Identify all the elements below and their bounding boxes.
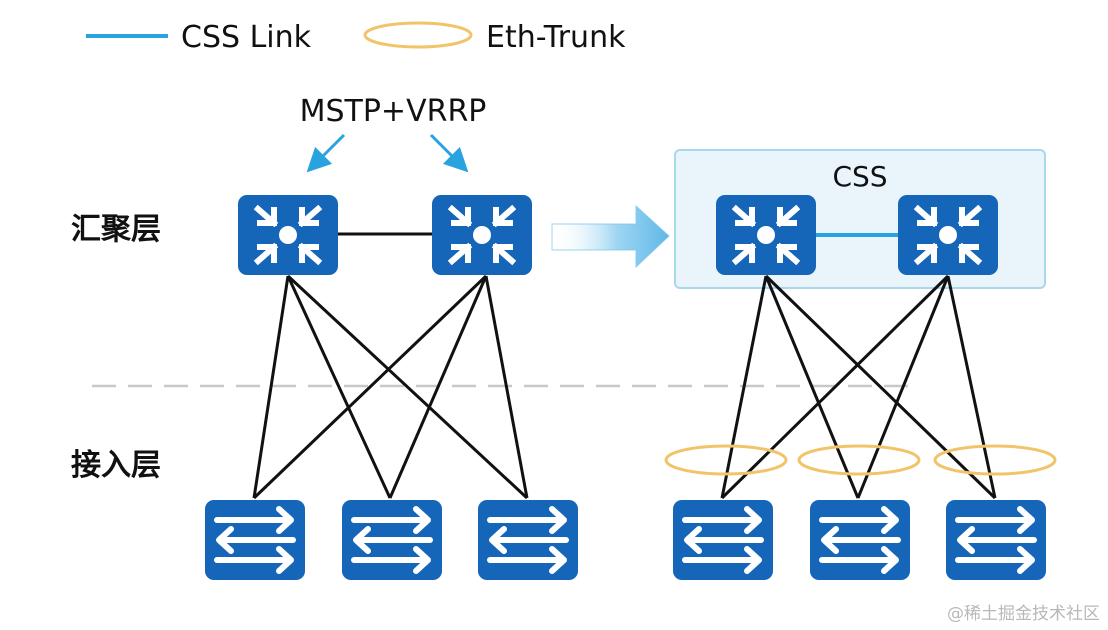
access-switch-icon[interactable] bbox=[478, 500, 578, 580]
aggregation-layer-label: 汇聚层 bbox=[71, 212, 161, 247]
access-switch-icon[interactable] bbox=[342, 500, 442, 580]
uplink bbox=[252, 274, 488, 500]
uplink bbox=[388, 275, 488, 499]
right-uplinks bbox=[720, 274, 997, 500]
right-arrow-icon bbox=[551, 204, 670, 269]
uplink bbox=[764, 275, 860, 499]
eth-trunk-ellipse bbox=[664, 444, 788, 476]
uplink bbox=[946, 275, 997, 499]
eth-trunks bbox=[664, 444, 1057, 476]
uplink bbox=[252, 275, 290, 499]
right-topology: CSS bbox=[664, 149, 1057, 580]
watermark: @稀土掘金技术社区 bbox=[947, 604, 1100, 624]
protocol-arrow-left bbox=[306, 133, 346, 173]
aggregation-switch-icon[interactable] bbox=[238, 195, 338, 275]
uplink bbox=[720, 275, 768, 499]
css-stack-label: CSS bbox=[832, 160, 887, 193]
eth-trunk-ellipse bbox=[933, 444, 1057, 476]
uplink bbox=[286, 274, 529, 500]
uplink bbox=[764, 274, 997, 500]
left-topology: MSTP+VRRP bbox=[205, 94, 578, 580]
protocol-arrow-right bbox=[429, 133, 469, 173]
access-switch-icon[interactable] bbox=[946, 500, 1046, 580]
access-layer-label: 接入层 bbox=[71, 448, 161, 483]
aggregation-switch-icon[interactable] bbox=[432, 195, 532, 275]
aggregation-switch-icon[interactable] bbox=[898, 195, 998, 275]
access-switch-icon[interactable] bbox=[673, 500, 773, 580]
aggregation-switch-icon[interactable] bbox=[716, 195, 816, 275]
eth-trunk-legend-ellipse bbox=[363, 21, 473, 49]
css-link-legend-label: CSS Link bbox=[181, 20, 312, 55]
uplink bbox=[720, 274, 950, 500]
uplink bbox=[286, 275, 392, 499]
eth-trunk-legend-label: Eth-Trunk bbox=[486, 20, 626, 55]
legend: CSS Link Eth-Trunk bbox=[86, 20, 626, 55]
access-switch-icon[interactable] bbox=[205, 500, 305, 580]
uplink bbox=[484, 275, 529, 499]
left-uplinks bbox=[252, 274, 529, 500]
protocol-label: MSTP+VRRP bbox=[300, 94, 487, 129]
eth-trunk-ellipse bbox=[797, 444, 921, 476]
access-switch-icon[interactable] bbox=[810, 500, 910, 580]
uplink bbox=[856, 275, 950, 499]
